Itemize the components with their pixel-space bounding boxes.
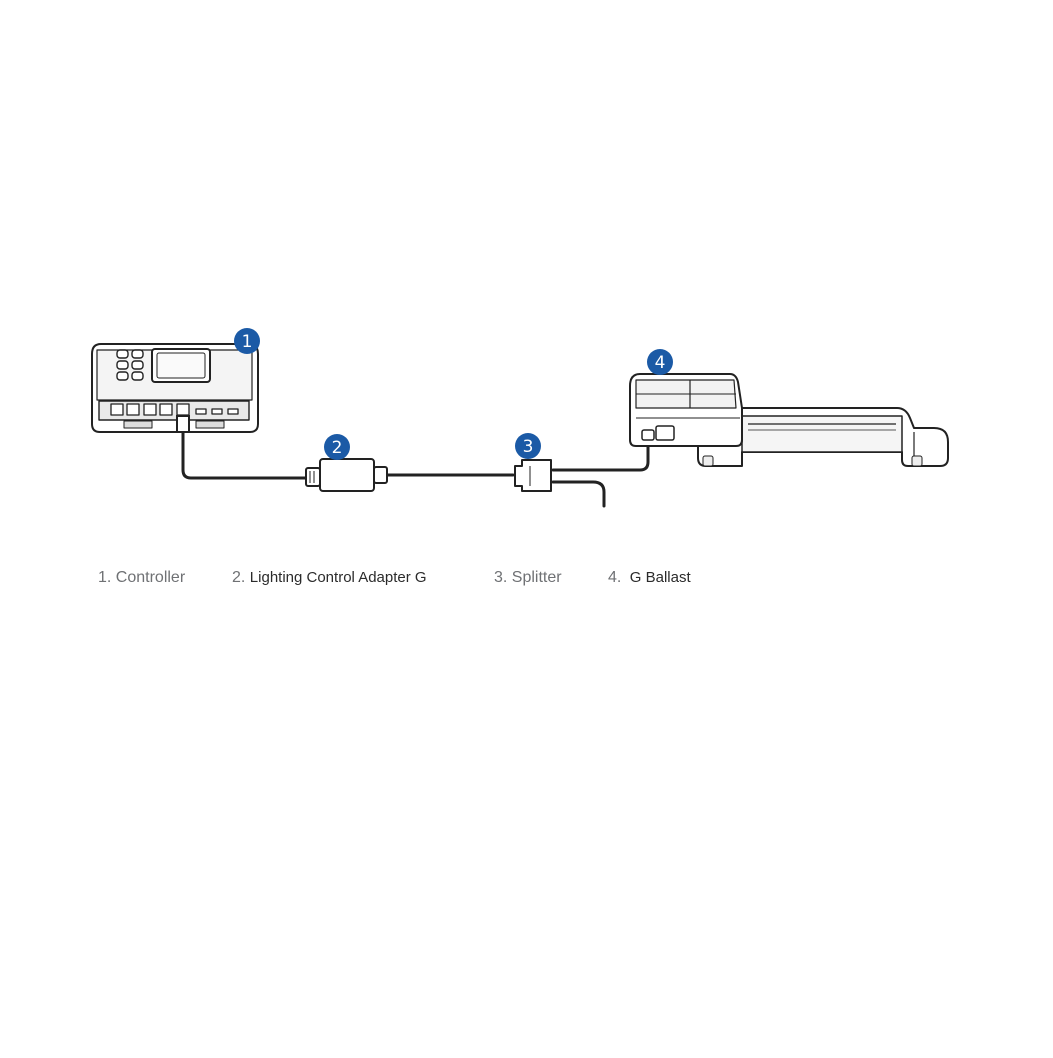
caption-number: 4. bbox=[608, 569, 622, 586]
caption-number: 1. bbox=[98, 569, 112, 586]
caption-splitter: 3. Splitter bbox=[494, 569, 562, 587]
caption-label: Controller bbox=[115, 569, 186, 586]
marker-2: 2 bbox=[324, 434, 350, 460]
caption-number: 2. bbox=[232, 569, 246, 586]
caption-lighting-control-adapter: 2. Lighting Control Adapter G bbox=[232, 569, 427, 587]
marker-4: 4 bbox=[647, 349, 673, 375]
svg-text:1: 1 bbox=[242, 332, 253, 352]
controller-ports bbox=[110, 403, 239, 416]
svg-text:2: 2 bbox=[332, 438, 343, 458]
splitter bbox=[514, 459, 552, 492]
marker-3: 3 bbox=[515, 433, 541, 459]
controller-keypad bbox=[116, 349, 144, 381]
cable bbox=[181, 418, 650, 508]
g-ballast-fixture bbox=[629, 373, 949, 467]
caption-label: G Ballast bbox=[629, 569, 691, 586]
caption-label: Splitter bbox=[511, 569, 562, 586]
caption-controller: 1. Controller bbox=[98, 569, 185, 587]
svg-text:3: 3 bbox=[523, 437, 534, 457]
caption-number: 3. bbox=[494, 569, 508, 586]
caption-g-ballast: 4. G Ballast bbox=[608, 569, 691, 587]
svg-text:4: 4 bbox=[655, 353, 666, 373]
lighting-control-adapter bbox=[305, 458, 388, 492]
marker-1: 1 bbox=[234, 328, 260, 354]
caption-label: Lighting Control Adapter G bbox=[249, 569, 427, 586]
controller-device bbox=[91, 343, 259, 433]
controller-plug bbox=[176, 415, 190, 433]
